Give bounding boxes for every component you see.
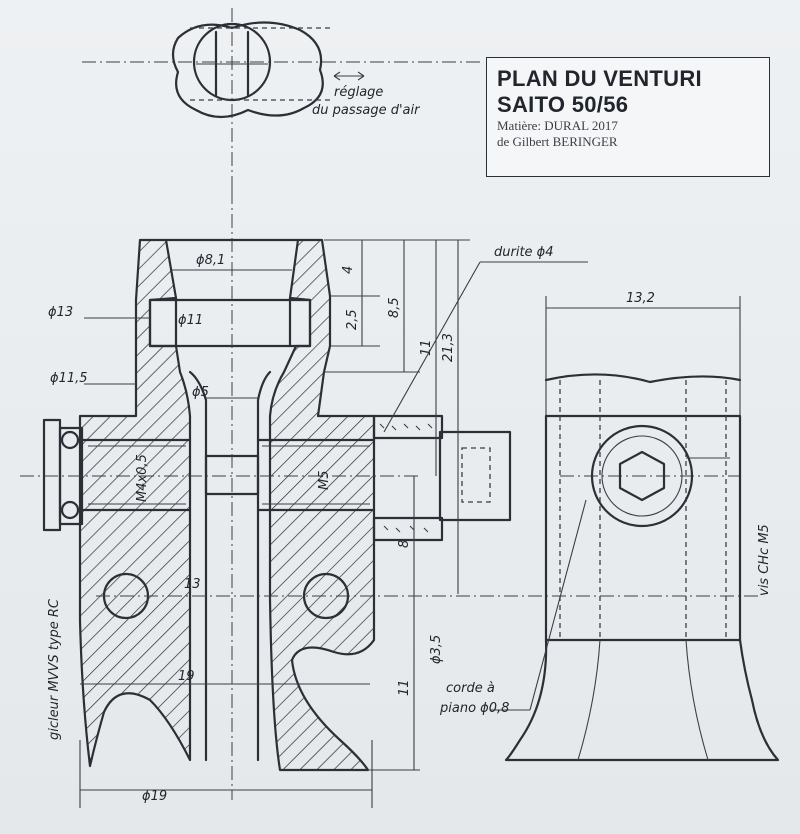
corde-label-2: piano ϕ0,8 <box>439 701 509 716</box>
dim-d115: ϕ11,5 <box>50 371 88 386</box>
dim-m5: M5 <box>317 471 332 491</box>
side-view: 13,2 vis CHc M5 corde à piano ϕ0,8 <box>439 291 780 762</box>
dim-h11-bottom: 11 <box>397 679 412 696</box>
reglage-label-2: du passage d'air <box>312 103 421 118</box>
title-line-1: PLAN DU VENTURI <box>497 66 702 91</box>
material-text: Matière: DURAL 2017 <box>497 118 618 133</box>
body-right-section <box>268 238 376 772</box>
dim-m4: M4x0,5 <box>135 454 150 502</box>
title-line-2: SAITO 50/56 <box>497 92 629 117</box>
dim-h85: 8,5 <box>387 297 402 318</box>
gicleur-label: gicleur MVVS type RC <box>47 598 62 740</box>
dim-h213: 21,3 <box>441 333 456 362</box>
author-text: de Gilbert BERINGER <box>497 134 618 149</box>
reglage-label-1: réglage <box>334 85 383 100</box>
main-section-view: ϕ8,1 ϕ11 ϕ13 ϕ11,5 ϕ5 M4x0,5 M5 19 ϕ19 1… <box>20 190 760 808</box>
body-left-section <box>78 238 192 768</box>
dim-h4: 4 <box>341 266 356 274</box>
title-block: PLAN DU VENTURI SAITO 50/56 Matière: DUR… <box>486 57 770 177</box>
dim-d13: ϕ13 <box>48 305 73 320</box>
dim-13: 13 <box>184 577 201 592</box>
durite-label: durite ϕ4 <box>494 245 554 260</box>
top-detail-view: réglage du passage d'air <box>82 8 480 190</box>
dim-w132: 13,2 <box>626 291 655 306</box>
vis-label: vis CHc M5 <box>757 524 772 596</box>
dim-d35: ϕ3,5 <box>429 635 444 664</box>
dim-d5: ϕ5 <box>192 385 209 400</box>
dim-d81: ϕ8,1 <box>196 253 225 268</box>
dim-h11-top: 11 <box>419 339 434 356</box>
dim-h25: 2,5 <box>345 309 360 330</box>
dim-d19-bottom: ϕ19 <box>142 789 167 804</box>
dim-19-mid: 19 <box>178 669 195 684</box>
corde-label-1: corde à <box>446 681 495 696</box>
dim-d11: ϕ11 <box>178 313 203 328</box>
dim-h8: 8 <box>397 540 412 548</box>
